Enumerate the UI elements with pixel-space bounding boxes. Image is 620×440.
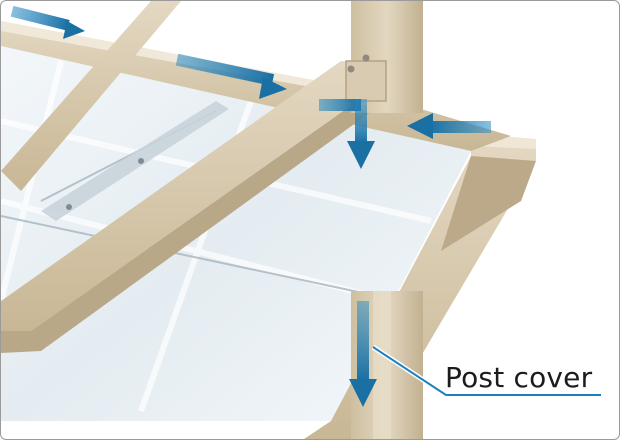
main-rafter-side xyxy=(1,81,386,353)
rafter-bolts xyxy=(66,158,144,210)
post-cover-strip xyxy=(373,291,391,439)
flow-arrows xyxy=(10,5,491,407)
main-rafter xyxy=(1,61,386,331)
rafter-top-left xyxy=(1,1,181,191)
arrow-to-post xyxy=(319,99,375,169)
post-cover-label: Post cover xyxy=(445,361,593,394)
arrow-from-right xyxy=(407,113,491,139)
bracket-screws xyxy=(347,54,370,73)
inner-rafter xyxy=(41,101,229,221)
arrow-gutter-left xyxy=(10,5,85,39)
arrow-down-post xyxy=(349,301,377,407)
callout-leader-stroke xyxy=(372,346,601,396)
arrow-gutter-right xyxy=(175,53,287,99)
front-beam-underside xyxy=(441,156,536,251)
